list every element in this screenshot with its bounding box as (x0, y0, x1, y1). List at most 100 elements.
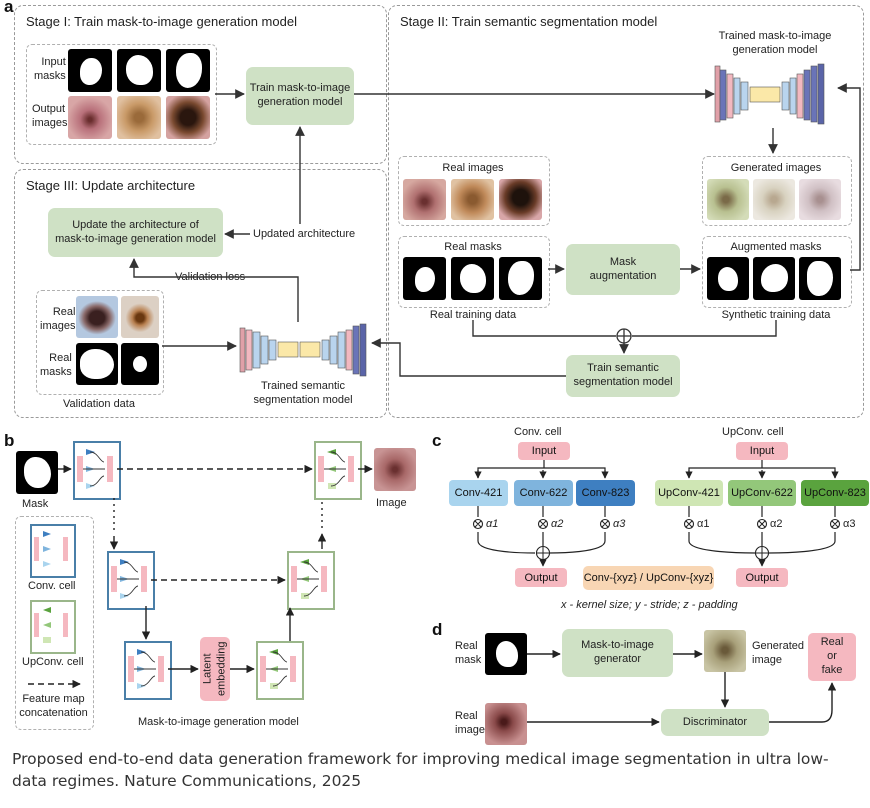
oplus-symbol (616, 328, 632, 344)
train-segmentation-model-box: Train semantic segmentation model (566, 355, 680, 397)
conv-legend-box: Conv-{xyz} / UpConv-{xyz} (583, 566, 714, 590)
input-mask-b (16, 451, 58, 494)
legend-conv-cell (30, 524, 76, 578)
figure-caption: Proposed end-to-end data generation fram… (12, 750, 829, 790)
stage-2-title: Stage II: Train semantic segmentation mo… (400, 14, 658, 29)
conv-622-box: Conv-622 (514, 480, 573, 506)
stage-3-box (14, 169, 387, 418)
output-images-label: Output images (32, 103, 68, 129)
trained-segmentation-label: Trained semantic segmentation model (253, 380, 353, 406)
feature-map-label: Feature map concatenation (19, 693, 88, 719)
output-image-b (374, 448, 416, 491)
output-image-1 (68, 96, 112, 139)
alpha-3-upconv: α3 (843, 518, 856, 530)
augmented-mask-1 (707, 257, 749, 300)
discriminator-box: Discriminator (661, 709, 769, 736)
trained-generator-network (714, 63, 825, 125)
conv-cell-interior-1 (77, 449, 113, 489)
real-image-label-d: Real image (455, 710, 485, 736)
panel-b-graphics (28, 449, 373, 689)
panel-d-arrows (527, 649, 837, 727)
upconv-421-box: UpConv-421 (655, 480, 723, 506)
generated-image-1 (707, 179, 749, 220)
upconv-823-box: UpConv-823 (801, 480, 869, 506)
conv-cell-title: Conv. cell (514, 426, 562, 438)
train-generation-model-box: Train mask-to-image generation model (246, 67, 354, 125)
stage-1-box (14, 5, 387, 164)
real-mask-d (485, 633, 527, 675)
update-architecture-box: Update the architecture of mask-to-image… (48, 208, 223, 257)
validation-data-group (36, 290, 164, 395)
updated-architecture-label: Updated architecture (253, 228, 356, 240)
augmented-mask-3 (799, 257, 841, 300)
real-or-fake-box: Real or fake (808, 633, 856, 681)
panel-c-graphics (472, 460, 841, 567)
generator-box: Mask-to-image generator (562, 629, 673, 677)
input-mask-1 (68, 49, 112, 92)
real-mask-1 (403, 257, 446, 300)
real-mask-label-d: Real mask (455, 640, 482, 666)
validation-mask-1 (76, 343, 118, 385)
conv-823-box: Conv-823 (576, 480, 635, 506)
generated-image-3 (799, 179, 841, 220)
generated-images-group (702, 156, 852, 226)
real-image-1 (403, 179, 446, 220)
augmented-mask-2 (753, 257, 795, 300)
trained-segmentation-network (239, 323, 367, 377)
legend-conv-interior (34, 531, 68, 567)
conv-input-box: Input (518, 442, 570, 460)
input-masks-label: Input masks (34, 56, 66, 82)
alpha-2-conv: α2 (551, 518, 564, 530)
alpha-1-upconv: α1 (697, 518, 710, 530)
output-image-3 (166, 96, 210, 139)
upconv-cell-interior-2 (291, 559, 327, 599)
kernel-stride-padding-note: x - kernel size; y - stride; z - padding (561, 599, 738, 611)
upconv-622-box: UpConv-622 (728, 480, 796, 506)
panel-d-label: d (432, 620, 443, 639)
panel-a-label: a (4, 0, 14, 16)
latent-embedding-box: Latent embedding (200, 637, 230, 701)
validation-mask-2 (121, 343, 159, 385)
stage-1-title: Stage I: Train mask-to-image generation … (26, 14, 297, 29)
real-masks-group (398, 236, 550, 308)
panel-c-label: c (432, 431, 442, 450)
alpha-1-conv: α1 (486, 518, 499, 530)
input-mask-3 (166, 49, 210, 92)
generated-image-label-d: Generated image (752, 640, 804, 666)
legend-upconv-interior (34, 607, 68, 643)
real-image-3 (499, 179, 542, 220)
legend-upconv-label: UpConv. cell (22, 656, 84, 668)
legend-conv-label: Conv. cell (28, 580, 76, 592)
image-label: Image (376, 497, 407, 509)
generation-model-caption: Mask-to-image generation model (138, 716, 299, 728)
panel-b-label: b (4, 431, 15, 450)
alpha-2-upconv: α2 (770, 518, 783, 530)
augmented-masks-label: Augmented masks (730, 241, 822, 253)
upconv-cell-interior-1 (318, 449, 354, 489)
upconv-input-box: Input (736, 442, 788, 460)
mask-augmentation-box: Mask augmentation (566, 244, 680, 295)
upconv-output-box: Output (736, 568, 788, 587)
validation-real-images-label: Real images (40, 306, 76, 332)
legend-upconv-cell (30, 600, 76, 654)
real-training-data-label: Real training data (429, 309, 517, 321)
stage-3-title: Stage III: Update architecture (26, 178, 196, 193)
synthetic-training-data-label: Synthetic training data (721, 309, 831, 321)
validation-image-1 (76, 296, 118, 338)
upconv-cell-title: UpConv. cell (722, 426, 784, 438)
upconv-cell-interior-3 (260, 649, 296, 689)
input-mask-2 (117, 49, 161, 92)
validation-image-2 (121, 296, 159, 338)
real-mask-2 (451, 257, 494, 300)
panel-a-arrows (129, 83, 861, 377)
alpha-3-conv: α3 (613, 518, 626, 530)
real-image-2 (451, 179, 494, 220)
cell-legend-group (15, 516, 94, 730)
augmented-masks-group (702, 236, 852, 308)
real-images-label: Real images (442, 162, 504, 174)
validation-data-label: Validation data (63, 398, 135, 410)
generated-images-label: Generated images (730, 162, 822, 174)
trained-generator-label: Trained mask-to-image generation model (718, 30, 832, 56)
generated-image-d (704, 630, 746, 672)
validation-real-masks-label: Real masks (40, 352, 72, 378)
